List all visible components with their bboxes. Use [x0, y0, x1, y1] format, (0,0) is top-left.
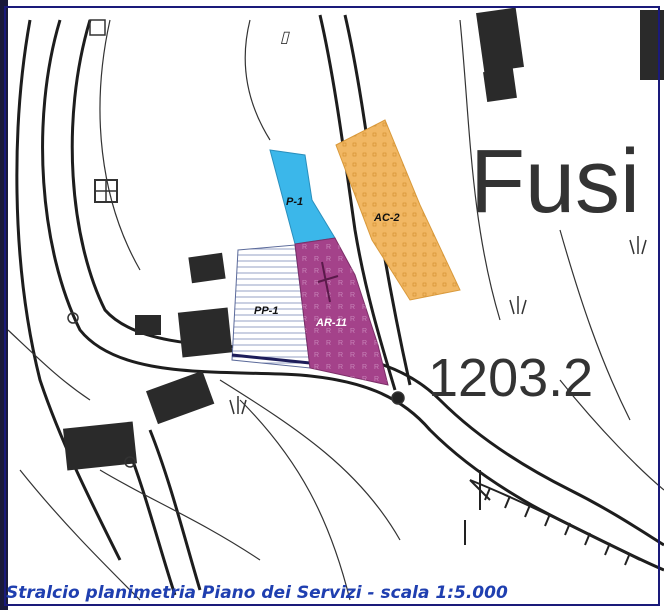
- buildings: [62, 7, 664, 471]
- zone-ar-11[interactable]: [294, 237, 389, 386]
- svg-text:▯: ▯: [280, 29, 290, 46]
- zone-label-ac-2: AC-2: [373, 212, 400, 224]
- zone-p-1[interactable]: [269, 149, 336, 245]
- vegetation-marks: [229, 236, 647, 415]
- zone-ac-2[interactable]: [335, 119, 461, 301]
- zone-label-pp-1: PP-1: [254, 305, 278, 317]
- map-points: [67, 312, 405, 468]
- spot-height-label: 1203.2: [428, 348, 593, 408]
- zone-label-p-1: P-1: [286, 196, 303, 208]
- left-edge-strip: [0, 0, 8, 610]
- place-name-label: Fusi: [470, 132, 640, 232]
- map-caption: Stralcio planimetria Piano dei Servizi -…: [6, 583, 508, 603]
- zone-label-ar-11: AR-11: [315, 317, 347, 329]
- rail-line: [464, 470, 641, 566]
- contour-lines: [7, 19, 664, 601]
- building-outlines: ▯: [94, 29, 290, 203]
